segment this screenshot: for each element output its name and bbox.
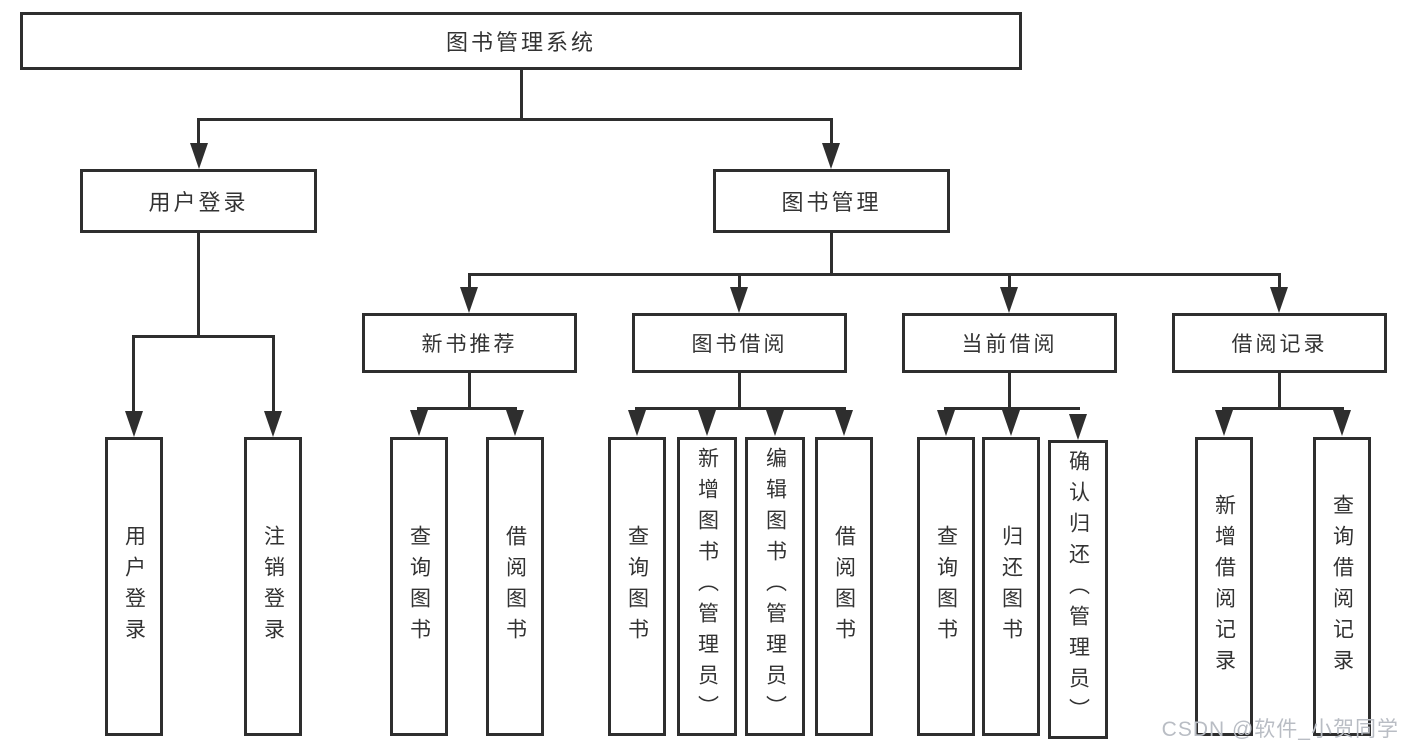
arrow-into-leaf-return-books bbox=[1002, 410, 1020, 436]
node-borrowing-records-label: 借阅记录 bbox=[1231, 333, 1328, 356]
connector-stem-new-book bbox=[468, 273, 471, 289]
node-leaf-borrow-books-1: 借阅图书 bbox=[486, 437, 544, 736]
arrow-into-user-login bbox=[190, 143, 208, 169]
node-leaf-add-books-label: 新增图书（管理员） bbox=[695, 447, 719, 726]
connector-user-login-drop bbox=[197, 233, 200, 335]
arrow-into-leaf-confirm-return bbox=[1069, 414, 1087, 440]
node-book-management-label: 图书管理 bbox=[781, 190, 882, 215]
arrow-into-leaf-add-books bbox=[698, 410, 716, 436]
connector-book-borrowing-drop bbox=[738, 373, 741, 407]
arrow-into-leaf-borrow-books-2 bbox=[835, 410, 853, 436]
node-leaf-return-books: 归还图书 bbox=[982, 437, 1040, 736]
connector-book-management-drop bbox=[830, 233, 833, 273]
node-root: 图书管理系统 bbox=[20, 12, 1022, 70]
node-leaf-logout-label: 注销登录 bbox=[261, 524, 285, 649]
node-leaf-borrow-books-2-label: 借阅图书 bbox=[832, 524, 856, 649]
arrow-into-leaf-query-books-1 bbox=[410, 410, 428, 436]
arrow-into-leaf-user-login bbox=[125, 411, 143, 437]
connector-borrowing-records-drop bbox=[1278, 373, 1281, 407]
arrow-into-leaf-borrow-books-1 bbox=[506, 410, 524, 436]
node-leaf-add-record: 新增借阅记录 bbox=[1195, 437, 1253, 736]
arrow-into-leaf-logout bbox=[264, 411, 282, 437]
connector-book-borrowing-hline bbox=[635, 407, 846, 410]
connector-user-login-hline bbox=[132, 335, 275, 338]
connector-stem-leaf-logout bbox=[272, 335, 275, 413]
connector-root-drop bbox=[520, 70, 523, 118]
node-current-borrowing: 当前借阅 bbox=[902, 313, 1117, 373]
node-leaf-logout: 注销登录 bbox=[244, 437, 302, 736]
connector-stem-book-management bbox=[830, 118, 833, 145]
connector-stem-leaf-user-login bbox=[132, 335, 135, 413]
node-leaf-edit-books-label: 编辑图书（管理员） bbox=[763, 447, 787, 726]
arrow-into-current-borrowing bbox=[1000, 287, 1018, 313]
connector-current-borrowing-hline bbox=[944, 407, 1080, 410]
node-book-management: 图书管理 bbox=[713, 169, 950, 233]
node-leaf-query-books-2: 查询图书 bbox=[608, 437, 666, 736]
arrow-into-leaf-query-books-2 bbox=[628, 410, 646, 436]
node-user-login-label: 用户登录 bbox=[148, 190, 249, 215]
arrow-into-leaf-query-books-3 bbox=[937, 410, 955, 436]
connector-stem-current-borrowing bbox=[1008, 273, 1011, 289]
node-leaf-return-books-label: 归还图书 bbox=[999, 524, 1023, 649]
node-leaf-query-books-3-label: 查询图书 bbox=[934, 524, 958, 649]
arrow-into-leaf-add-record bbox=[1215, 410, 1233, 436]
node-leaf-borrow-books-1-label: 借阅图书 bbox=[503, 524, 527, 649]
node-leaf-query-books-1: 查询图书 bbox=[390, 437, 448, 736]
connector-stem-user-login bbox=[197, 118, 200, 145]
node-new-book-recommend-label: 新书推荐 bbox=[421, 333, 518, 356]
node-leaf-query-record: 查询借阅记录 bbox=[1313, 437, 1371, 736]
node-leaf-query-books-3: 查询图书 bbox=[917, 437, 975, 736]
connector-new-book-drop bbox=[468, 373, 471, 407]
node-leaf-borrow-books-2: 借阅图书 bbox=[815, 437, 873, 736]
connector-root-hline bbox=[197, 118, 833, 121]
node-leaf-add-books: 新增图书（管理员） bbox=[677, 437, 737, 736]
node-user-login: 用户登录 bbox=[80, 169, 317, 233]
node-current-borrowing-label: 当前借阅 bbox=[961, 333, 1058, 356]
arrow-into-book-borrowing bbox=[730, 287, 748, 313]
node-borrowing-records: 借阅记录 bbox=[1172, 313, 1387, 373]
node-leaf-confirm-return-label: 确认归还（管理员） bbox=[1066, 450, 1090, 729]
arrow-into-borrowing-records bbox=[1270, 287, 1288, 313]
node-book-borrowing: 图书借阅 bbox=[632, 313, 847, 373]
node-book-borrowing-label: 图书借阅 bbox=[691, 333, 788, 356]
node-leaf-user-login-label: 用户登录 bbox=[122, 524, 146, 649]
node-leaf-edit-books: 编辑图书（管理员） bbox=[745, 437, 805, 736]
connector-current-borrowing-drop bbox=[1008, 373, 1011, 407]
connector-book-management-hline bbox=[468, 273, 1281, 276]
node-leaf-user-login: 用户登录 bbox=[105, 437, 163, 736]
node-leaf-add-record-label: 新增借阅记录 bbox=[1212, 493, 1236, 680]
arrow-into-new-book bbox=[460, 287, 478, 313]
node-new-book-recommend: 新书推荐 bbox=[362, 313, 577, 373]
node-leaf-query-books-2-label: 查询图书 bbox=[625, 524, 649, 649]
connector-stem-borrowing-records bbox=[1278, 273, 1281, 289]
arrow-into-leaf-edit-books bbox=[766, 410, 784, 436]
node-leaf-query-books-1-label: 查询图书 bbox=[407, 524, 431, 649]
csdn-watermark: CSDN @软件_小贺同学 bbox=[1161, 718, 1399, 741]
connector-new-book-hline bbox=[417, 407, 517, 410]
node-leaf-confirm-return: 确认归还（管理员） bbox=[1048, 440, 1108, 739]
connector-stem-book-borrowing bbox=[738, 273, 741, 289]
arrow-into-book-management bbox=[822, 143, 840, 169]
connector-borrowing-records-hline bbox=[1222, 407, 1344, 410]
arrow-into-leaf-query-record bbox=[1333, 410, 1351, 436]
node-root-label: 图书管理系统 bbox=[445, 30, 596, 55]
node-leaf-query-record-label: 查询借阅记录 bbox=[1330, 493, 1354, 680]
